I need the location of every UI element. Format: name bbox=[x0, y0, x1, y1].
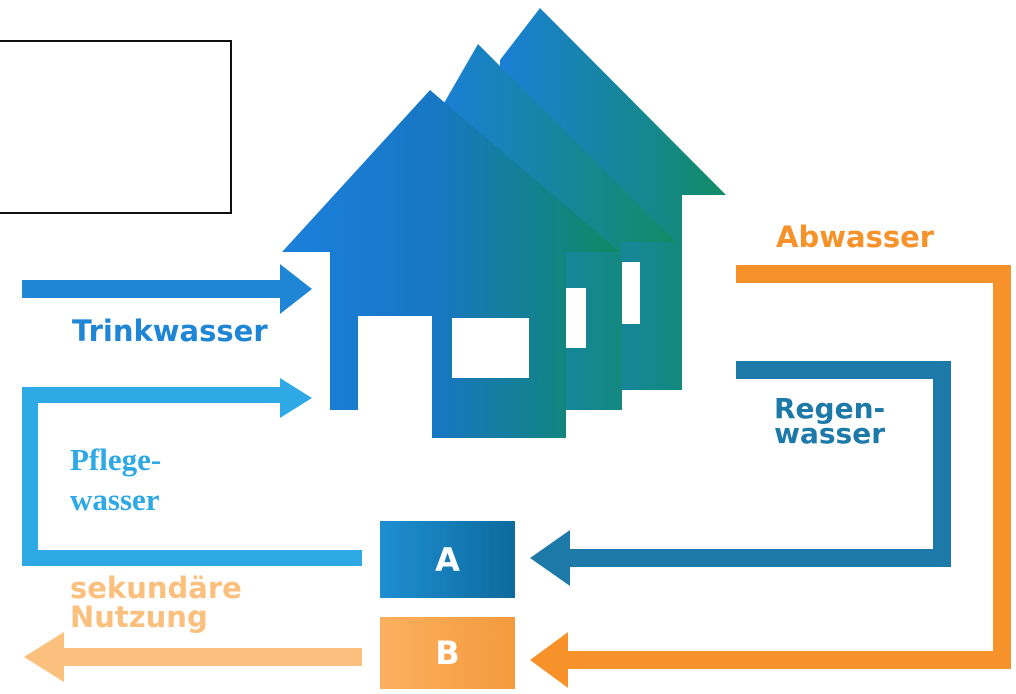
pflegewasser-label: Pflege- wasser bbox=[70, 440, 161, 520]
sekundaer-nutzung-label: sekundäre Nutzung bbox=[70, 574, 242, 632]
sekundaer-label-line2: Nutzung bbox=[70, 600, 208, 634]
box-a: A bbox=[380, 521, 515, 598]
box-b: B bbox=[380, 617, 515, 689]
abwasser-arrow bbox=[530, 265, 1011, 688]
box-a-label: A bbox=[435, 540, 460, 579]
house-icon bbox=[282, 90, 620, 438]
house-window bbox=[452, 318, 529, 378]
regenwasser-arrow bbox=[530, 361, 951, 586]
box-b-label: B bbox=[435, 634, 460, 672]
house-door bbox=[358, 316, 432, 438]
regenwasser-label: Regen- wasser bbox=[774, 392, 886, 450]
regenwasser-label-line1: Regen- bbox=[774, 392, 886, 425]
house-back-window bbox=[620, 262, 640, 324]
empty-frame bbox=[0, 40, 232, 214]
pflegewasser-label-line1: Pflege- bbox=[70, 442, 162, 477]
trinkwasser-arrow bbox=[22, 264, 312, 314]
sekundaer-label-line1: sekundäre bbox=[70, 571, 242, 605]
house-middle-window bbox=[566, 288, 586, 348]
abwasser-label: Abwasser bbox=[776, 220, 935, 254]
sekundaer-nutzung-arrow bbox=[24, 632, 362, 682]
pflegewasser-arrow bbox=[22, 378, 362, 566]
trinkwasser-label: Trinkwasser bbox=[72, 314, 268, 348]
regenwasser-label-line2: wasser bbox=[774, 417, 886, 450]
pflegewasser-label-line2: wasser bbox=[70, 482, 160, 517]
